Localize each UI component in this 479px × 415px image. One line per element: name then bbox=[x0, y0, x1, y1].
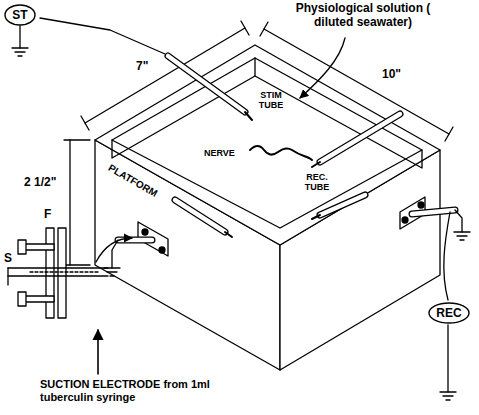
part-label: F bbox=[44, 208, 51, 222]
dimension-tick bbox=[260, 22, 268, 36]
node-label: ST bbox=[4, 8, 36, 22]
dimension-tick bbox=[445, 127, 453, 141]
suction-electrode-inset bbox=[8, 228, 132, 374]
top-rim bbox=[95, 45, 440, 245]
dimension-label: 7" bbox=[136, 60, 148, 74]
leader-line bbox=[300, 38, 345, 98]
dimension-label: 10" bbox=[382, 68, 401, 82]
dimension-label: 2 1/2" bbox=[24, 176, 56, 190]
solution-label: Physiological solution ( diluted seawate… bbox=[278, 2, 448, 30]
part-label: STIM TUBE bbox=[254, 90, 288, 111]
wall-connectors bbox=[104, 197, 470, 300]
inner-back-right-wall bbox=[255, 76, 422, 168]
stimulator-circle: ST bbox=[4, 4, 36, 26]
ground-symbol bbox=[12, 48, 28, 56]
dimension-line bbox=[69, 140, 70, 265]
stim-wire bbox=[40, 18, 165, 54]
dimension-tick bbox=[64, 264, 90, 265]
dimension-line bbox=[85, 28, 245, 123]
inner-rim bbox=[112, 58, 422, 228]
part-label: S bbox=[4, 252, 12, 266]
dimension-tick bbox=[64, 139, 90, 140]
part-label: NERVE bbox=[204, 148, 235, 158]
dimension-line bbox=[264, 29, 449, 134]
node-label: REC bbox=[428, 306, 470, 320]
electrode-tubes bbox=[168, 56, 400, 237]
ground-symbol bbox=[440, 392, 456, 400]
dimension-tick bbox=[241, 21, 249, 35]
nerve bbox=[250, 146, 312, 160]
ground-wire bbox=[19, 26, 20, 48]
node-ellipse bbox=[429, 303, 469, 323]
recorder-circle: REC bbox=[428, 302, 470, 324]
node-ellipse bbox=[5, 5, 35, 25]
rec-wire bbox=[447, 325, 448, 392]
part-label: REC. TUBE bbox=[300, 172, 334, 193]
caption-label: SUCTION ELECTRODE from 1ml tuberculin sy… bbox=[40, 378, 240, 403]
dimension-tick bbox=[81, 116, 89, 130]
